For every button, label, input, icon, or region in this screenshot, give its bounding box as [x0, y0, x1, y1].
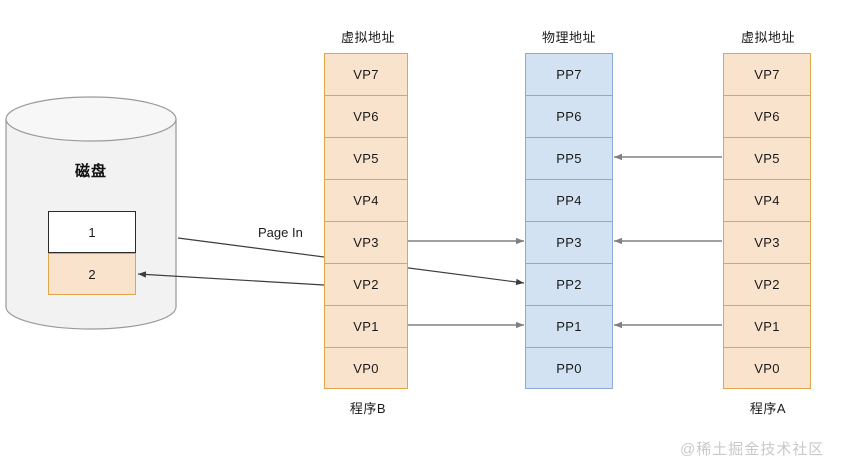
- cell-vpa-2: VP2: [723, 263, 811, 305]
- cell-vpa-3: VP3: [723, 221, 811, 263]
- memory-column-program-a: VP7 VP6 VP5 VP4 VP3 VP2 VP1 VP0: [723, 53, 811, 389]
- cell-pp-3: PP3: [525, 221, 613, 263]
- cell-pp-0: PP0: [525, 347, 613, 389]
- cell-vpa-1: VP1: [723, 305, 811, 347]
- disk-slot-1: 1: [48, 211, 136, 253]
- cell-vpa-7: VP7: [723, 53, 811, 95]
- cell-pp-1: PP1: [525, 305, 613, 347]
- page-in-label: Page In: [258, 225, 303, 240]
- cell-pp-7: PP7: [525, 53, 613, 95]
- cell-vpb-0: VP0: [324, 347, 408, 389]
- watermark: @稀土掘金技术社区: [680, 441, 825, 458]
- cell-vpb-7: VP7: [324, 53, 408, 95]
- cell-vpa-6: VP6: [723, 95, 811, 137]
- cell-pp-5: PP5: [525, 137, 613, 179]
- cell-vpb-3: VP3: [324, 221, 408, 263]
- cell-vpa-4: VP4: [723, 179, 811, 221]
- column-header-program-b: 虚拟地址: [340, 30, 395, 45]
- cell-pp-6: PP6: [525, 95, 613, 137]
- memory-column-physical: PP7 PP6 PP5 PP4 PP3 PP2 PP1 PP0: [525, 53, 613, 389]
- cell-vpb-2: VP2: [324, 263, 408, 305]
- cell-vpb-6: VP6: [324, 95, 408, 137]
- disk-slot-2: 2: [48, 253, 136, 295]
- disk-slot-2-value: 2: [88, 266, 96, 282]
- cell-pp-4: PP4: [525, 179, 613, 221]
- cell-vpb-5: VP5: [324, 137, 408, 179]
- cell-vpb-1: VP1: [324, 305, 408, 347]
- column-header-physical: 物理地址: [541, 30, 596, 45]
- cell-vpb-4: VP4: [324, 179, 408, 221]
- column-header-program-a: 虚拟地址: [740, 30, 795, 45]
- cell-pp-2: PP2: [525, 263, 613, 305]
- disk-label: 磁盘: [74, 163, 107, 180]
- arrow-vpb2-to-disk: [137, 271, 325, 286]
- memory-column-program-b: VP7 VP6 VP5 VP4 VP3 VP2 VP1 VP0: [324, 53, 408, 389]
- cell-vpa-0: VP0: [723, 347, 811, 389]
- column-footer-program-a: 程序A: [749, 401, 787, 416]
- disk-slot-1-value: 1: [88, 224, 96, 240]
- cell-vpa-5: VP5: [723, 137, 811, 179]
- column-footer-program-b: 程序B: [349, 401, 387, 416]
